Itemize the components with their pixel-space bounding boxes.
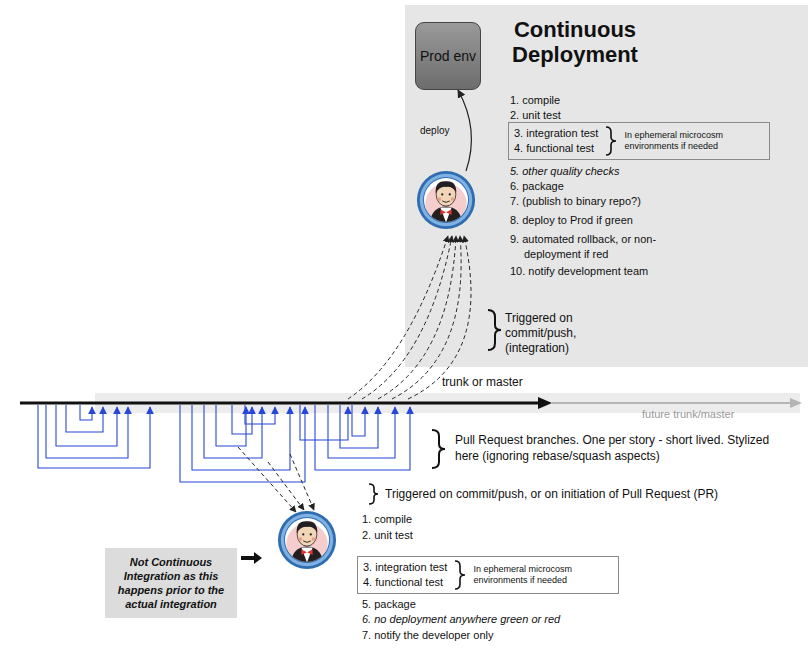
trigger-note: Triggered on commit/push, (integration) — [505, 311, 601, 356]
branch-line — [315, 405, 410, 470]
step-item: 10. notify development team — [510, 264, 648, 279]
future-trunk-line — [552, 402, 792, 404]
branch-line — [56, 405, 117, 446]
bracket — [604, 126, 620, 156]
arrow-label: deploy — [420, 124, 449, 137]
bracket-stroke — [606, 127, 616, 155]
branch-line — [352, 405, 365, 436]
step-note: In ephemeral microcosm environments if n… — [624, 130, 762, 152]
environment-box: Prod env — [415, 22, 481, 90]
step-item: 1. compile — [510, 93, 560, 108]
future-trunk-arrowhead — [790, 398, 802, 408]
annotation: Pull Request branches. One per story - s… — [455, 432, 785, 464]
branch-name: trunk or master — [442, 374, 523, 390]
branch-line — [300, 405, 348, 440]
branch-line — [328, 405, 395, 458]
test-group-box: 3. integration test4. functional test In … — [357, 556, 619, 594]
trunk-line — [20, 402, 540, 405]
bracket — [432, 430, 445, 468]
trigger-line — [348, 236, 448, 399]
step-item: 7. notify the developer only — [362, 628, 493, 642]
pointer-arrow — [241, 552, 262, 564]
step-item: 9. automated rollback, or non-deployment… — [510, 232, 660, 262]
trigger-line — [392, 236, 461, 399]
jenkins-icon — [417, 171, 475, 229]
step-item: 2. unit test — [362, 528, 413, 542]
step-item: 5. package — [362, 597, 416, 611]
branch-line — [80, 405, 92, 420]
step-item: 6. no deployment anywhere green or red — [362, 612, 560, 626]
note-text: Not Continuous Integration as this happe… — [111, 555, 231, 611]
note-box: Not Continuous Integration as this happe… — [105, 548, 237, 618]
branch-line — [204, 405, 262, 458]
branch-lines — [38, 405, 410, 482]
step-item: 6. package — [510, 179, 564, 194]
bracket — [488, 310, 501, 350]
branch-line — [245, 405, 275, 424]
step-item: 3. integration test — [514, 126, 598, 141]
jenkins-icon — [278, 511, 336, 569]
branch-line — [340, 405, 378, 448]
test-group-box: 3. integration test4. functional test In … — [508, 122, 770, 160]
branch-name: future trunk/master — [642, 407, 734, 421]
trigger-lines — [238, 236, 471, 512]
step-item: 4. functional test — [363, 575, 447, 590]
trigger-line — [408, 236, 471, 399]
bracket — [453, 560, 469, 590]
deploy-arrow — [458, 90, 471, 171]
step-item: 3. integration test — [363, 560, 447, 575]
step-item: 8. deploy to Prod if green — [510, 213, 633, 228]
step-column: 3. integration test4. functional test — [514, 126, 598, 156]
branch-line — [46, 405, 128, 458]
trigger-line — [378, 236, 456, 399]
bracket-stroke — [455, 561, 465, 589]
trigger-line — [290, 454, 314, 510]
step-column: 3. integration test4. functional test — [363, 560, 447, 590]
panel-title: Continuous Deployment — [485, 17, 665, 67]
trunk-arrowhead — [538, 397, 552, 409]
trigger-line — [268, 462, 304, 510]
trigger-line — [238, 447, 296, 512]
step-item: 4. functional test — [514, 141, 598, 156]
step-item: 1. compile — [362, 512, 412, 526]
bracket — [369, 484, 378, 504]
box-label: Prod env — [420, 48, 476, 65]
branch-line — [38, 405, 150, 468]
branch-line — [180, 405, 305, 482]
branch-line — [66, 405, 103, 432]
annotation: Triggered on commit/push, or on initiati… — [385, 486, 718, 502]
trigger-line — [362, 236, 452, 399]
step-item: 7. (publish to binary repo?) — [510, 194, 641, 209]
step-item: 5. other quality checks — [510, 164, 619, 179]
step-item: 2. unit test — [510, 108, 561, 123]
step-note: In ephemeral microcosm environments if n… — [473, 564, 611, 586]
branch-line — [192, 405, 290, 470]
branch-line — [232, 405, 252, 434]
branch-line — [216, 405, 246, 446]
